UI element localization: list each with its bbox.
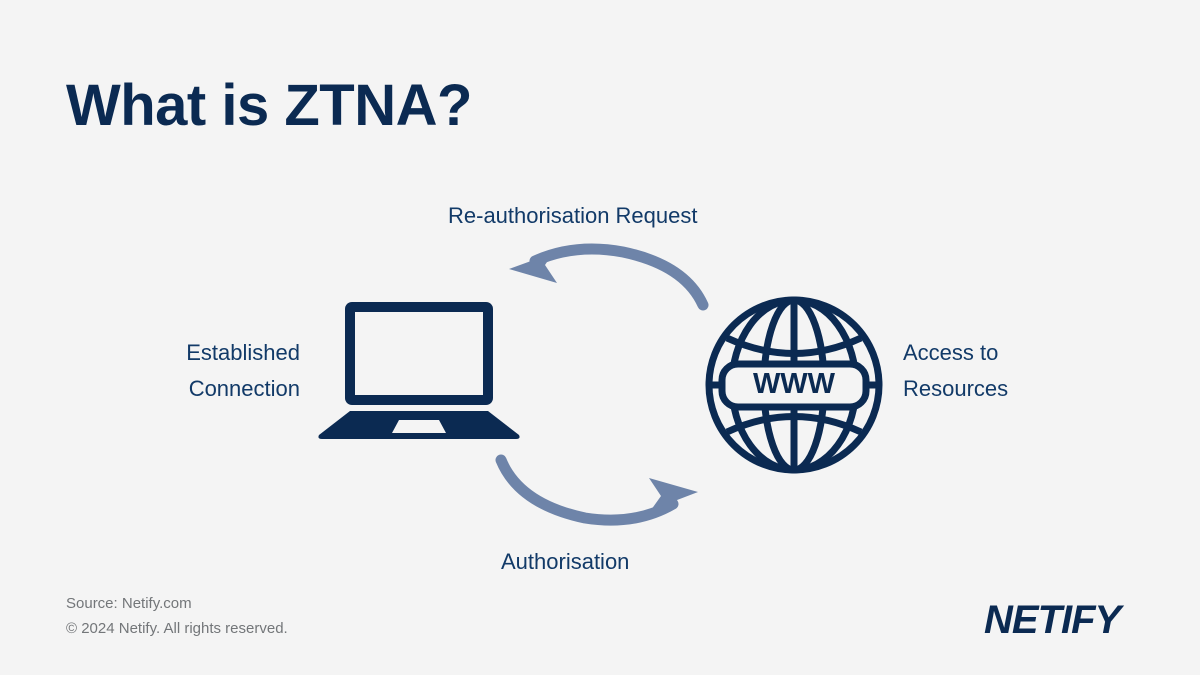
footer-copyright: © 2024 Netify. All rights reserved. <box>66 619 288 637</box>
curved-arrow-right-icon <box>495 454 698 526</box>
node-label-line-2: Resources <box>903 376 1009 402</box>
page-title: What is ZTNA? <box>66 73 472 138</box>
node-label-established-connection: Established Connection <box>0 335 300 408</box>
footer-credits: Source: Netify.com © 2024 Netify. All ri… <box>66 592 288 642</box>
laptop-icon <box>318 302 520 439</box>
globe-www-icon: WWW <box>705 296 883 474</box>
curved-arrow-left-icon <box>509 243 709 311</box>
node-label-line-2: Connection <box>188 376 300 402</box>
node-label-line-1: Established <box>186 340 300 365</box>
flow-label-re-authorisation-request: Re-authorisation Request <box>448 203 698 228</box>
flow-arrow-authorisation <box>493 452 708 534</box>
node-label-line-1: Access to <box>903 340 999 365</box>
netify-logo: NETIFY <box>984 598 1121 642</box>
node-label-access-to-resources: Access to Resources <box>903 335 1143 408</box>
internet-node: WWW <box>703 294 885 476</box>
flow-label-authorisation: Authorisation <box>501 549 630 574</box>
laptop-node <box>312 296 524 441</box>
flow-arrow-re-authorisation-request <box>495 243 710 313</box>
footer-source: Source: Netify.com <box>66 595 192 612</box>
globe-www-text: WWW <box>753 368 836 400</box>
